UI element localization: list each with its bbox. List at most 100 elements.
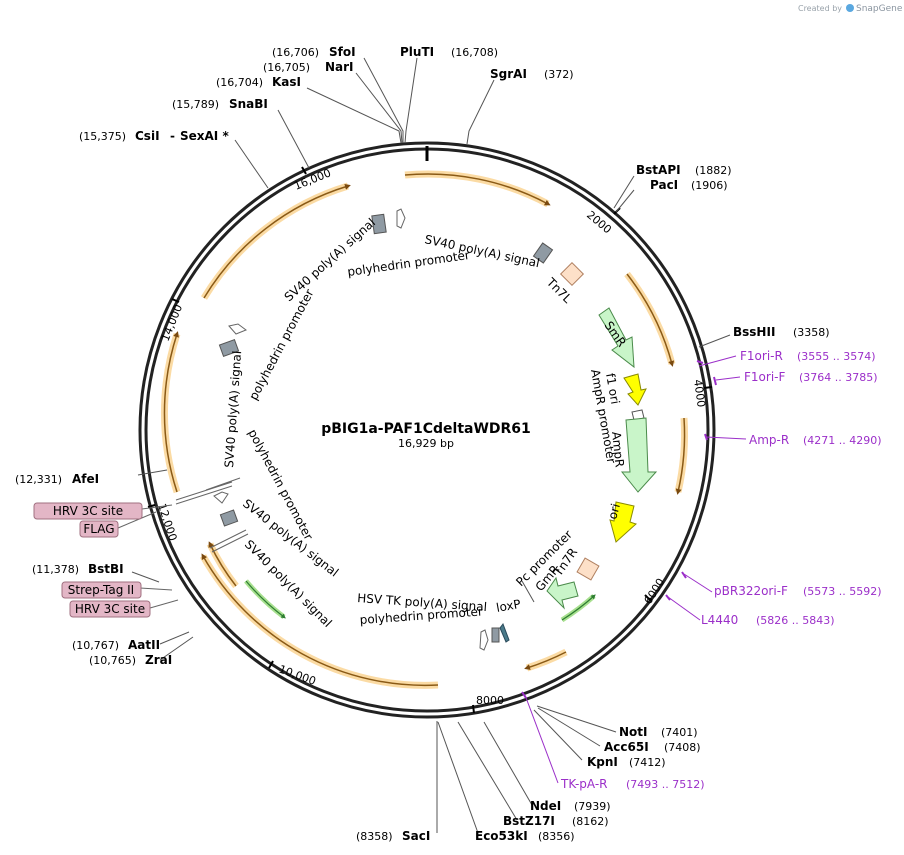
feature-label: polyhedrin promoter: [359, 604, 483, 627]
tick-label: 12,000: [155, 502, 179, 543]
site-name: CsiI: [135, 129, 160, 143]
primer-name: F1ori-R: [740, 349, 783, 363]
promoter-icon: [228, 323, 248, 335]
site-pos: (15,789): [172, 98, 219, 111]
tick-label: 2000: [584, 208, 614, 236]
site-separator: -: [170, 129, 175, 143]
site-name: NdeI: [530, 799, 561, 813]
site-name: ZraI: [145, 653, 172, 667]
tag-leader-lines: [117, 504, 179, 609]
site-name: PacI: [650, 178, 678, 192]
tick-mark: [472, 704, 475, 714]
tag-box: [79, 520, 119, 538]
smr-arrow: [598, 307, 635, 369]
tick-label: 14,000: [159, 303, 185, 344]
tick-mark: [301, 166, 307, 175]
primer-range: (4271 .. 4290): [803, 434, 882, 447]
feature-label: polyhedrin promoter: [246, 287, 316, 403]
primer-range: (5826 .. 5843): [756, 614, 835, 627]
tag-box: [61, 581, 142, 599]
site-name: NarI: [325, 60, 354, 74]
promoter-icon: [396, 208, 406, 229]
orf-arcs: [161, 170, 689, 689]
polya-box: [371, 213, 387, 235]
site-name: BssHII: [733, 325, 775, 339]
promoter-icon: [213, 491, 229, 504]
polya-box: [491, 627, 500, 643]
site-pos: (11,378): [32, 563, 79, 576]
site-pos: (10,765): [89, 654, 136, 667]
primer-name: TK-pA-R: [560, 777, 608, 791]
orf-arc: [201, 182, 350, 300]
site-pos: (372): [544, 68, 574, 81]
orf-arc-line: [163, 331, 179, 493]
primer-name: L4440: [701, 613, 738, 627]
credit-prefix: Created by: [798, 4, 842, 13]
site-pos: (8356): [538, 830, 575, 843]
backbone-outer: [138, 141, 716, 719]
orf-arc-line: [675, 417, 686, 495]
primer-range: (3555 .. 3574): [797, 350, 876, 363]
polya-box: [218, 338, 240, 358]
f1-ori-arrow: [623, 373, 647, 406]
site-name: SnaBI: [229, 97, 268, 111]
restriction-sites: (16,706) SfoI (16,705) NarI (16,704) Kas…: [15, 45, 830, 843]
feature-label: SV40 poly(A) signal: [282, 215, 378, 304]
tick-mark: [268, 660, 274, 669]
site-name: PluTI: [400, 45, 434, 59]
plasmid-name: pBIG1a-PAF1CdeltaWDR61: [321, 421, 531, 437]
green-orf-line: [245, 580, 286, 619]
promoter-icon: [479, 629, 489, 651]
tag-label: HRV 3C site: [75, 602, 145, 616]
site-pos: (7412): [629, 756, 666, 769]
green-orf-line: [561, 594, 596, 621]
feature-label: f1 ori: [603, 372, 622, 405]
site-pos: (8358): [356, 830, 393, 843]
gmr-arrow: [546, 576, 579, 610]
site-name: AatII: [128, 638, 160, 652]
green-orf-arc: [244, 579, 286, 619]
tick-mark: [147, 504, 156, 508]
feature-label: AmpR: [609, 431, 627, 468]
snapgene-logo-icon: [846, 4, 854, 12]
orf-arc-line: [626, 273, 675, 367]
ampr-arrow: [620, 417, 658, 493]
tag-label: Strep-Tag II: [68, 583, 134, 597]
pc-promoter-line: [521, 580, 535, 603]
orf-arc-line: [404, 173, 551, 206]
site-name: SacI: [402, 829, 430, 843]
tick-mark: [171, 298, 180, 303]
primer-name: F1ori-F: [744, 370, 785, 384]
primer-range: (7493 .. 7512): [626, 778, 705, 791]
site-name: SgrAI: [490, 67, 527, 81]
orf-arc-line: [201, 553, 439, 687]
site-pos: (16,708): [451, 46, 498, 59]
site-pos: (15,375): [79, 130, 126, 143]
site-pos: (3358): [793, 326, 830, 339]
primer-ticks: [521, 360, 717, 699]
site-pos: (7408): [664, 741, 701, 754]
polya-box: [532, 242, 554, 264]
site-pos: (10,767): [72, 639, 119, 652]
orf-arc: [624, 271, 676, 365]
polya-box: [219, 509, 239, 527]
site-pos: (16,705): [263, 61, 310, 74]
primer-leader-lines: [524, 355, 747, 784]
feature-label: SV40 poly(A) signal: [242, 537, 335, 630]
tick-mark: [644, 594, 652, 602]
site-pos: (16,704): [216, 76, 263, 89]
ori-arrow: [609, 501, 637, 543]
primer-range: (5573 .. 5592): [803, 585, 882, 598]
site-name: NotI: [619, 725, 648, 739]
tag-lines: [209, 529, 249, 553]
site-pos: (8162): [572, 815, 609, 828]
orf-arc-line: [524, 651, 567, 670]
feature-label: polyhedrin promoter: [346, 248, 470, 279]
site-name: AfeI: [72, 472, 99, 486]
site-pos: (12,331): [15, 473, 62, 486]
tick-label: 10,000: [277, 663, 318, 688]
feature-label: loxP: [495, 597, 522, 615]
snapgene-credit: Created by SnapGene: [798, 4, 903, 14]
site-pos: (7939): [574, 800, 611, 813]
primer-range: (3764 .. 3785): [799, 371, 878, 384]
